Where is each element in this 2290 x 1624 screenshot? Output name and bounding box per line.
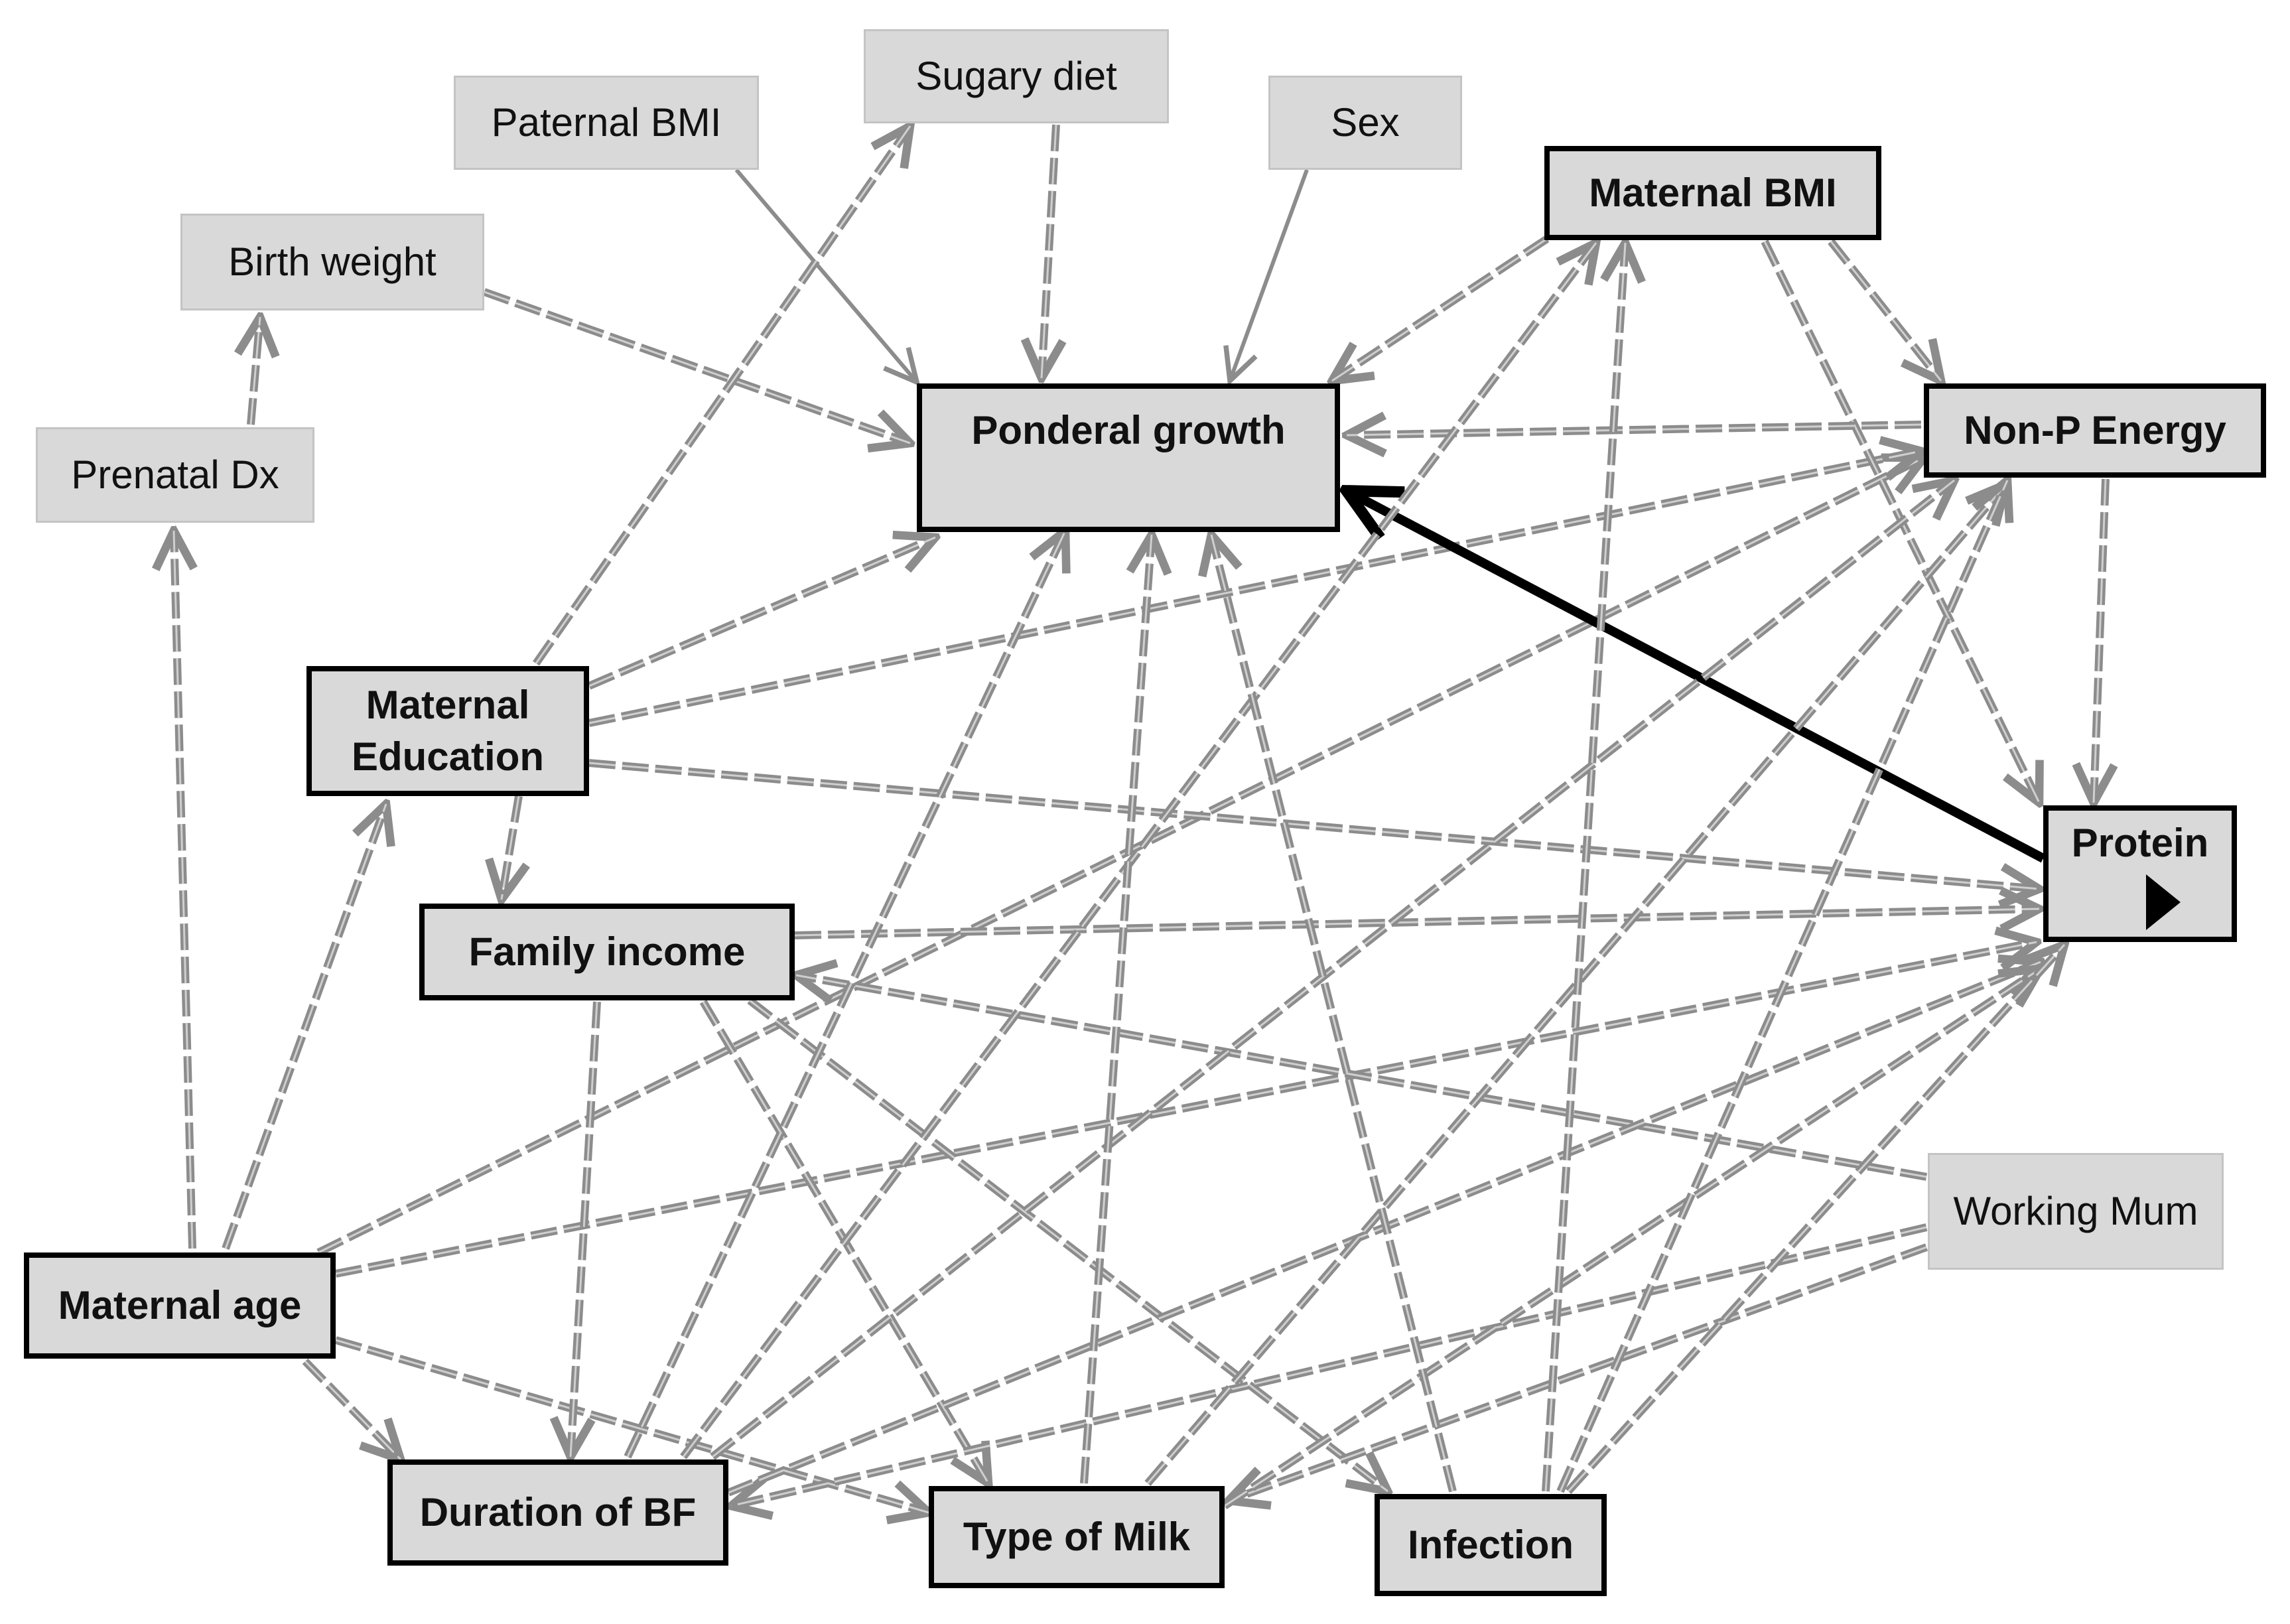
- edge-layer: [174, 125, 2106, 1513]
- node-sugary-diet: Sugary diet: [864, 29, 1169, 123]
- edge-prenatal-dx-to-birth-weight-highlight: [249, 316, 261, 425]
- node-birth-weight: Birth weight: [180, 214, 484, 310]
- edge-infection-to-protein-highlight: [1567, 943, 2066, 1493]
- edge-maternal-age-to-type-of-milk-highlight: [335, 1339, 929, 1514]
- edge-maternal-education-to-sugary-diet-highlight: [535, 125, 911, 664]
- edge-non-p-energy-to-protein-highlight: [2092, 478, 2107, 803]
- edge-infection-to-maternal-bmi-highlight: [1544, 242, 1627, 1492]
- edge-family-income-to-infection-highlight: [749, 999, 1388, 1493]
- edge-family-income-to-protein-highlight: [794, 908, 2040, 937]
- node-label: Infection: [1408, 1522, 1574, 1567]
- edge-maternal-age-to-protein-highlight: [335, 941, 2037, 1275]
- node-maternal-bmi: Maternal BMI: [1544, 146, 1881, 240]
- node-label: Sugary diet: [915, 54, 1117, 98]
- node-label: Type of Milk: [963, 1515, 1191, 1559]
- edge-paternal-bmi-to-ponderal-growth: [734, 169, 917, 382]
- edge-maternal-bmi-to-ponderal-growth-highlight: [1331, 237, 1548, 382]
- node-paternal-bmi: Paternal BMI: [454, 76, 759, 170]
- edge-infection-to-non-p-energy-highlight: [1559, 480, 2009, 1492]
- node-duration-bf: Duration of BF: [387, 1459, 728, 1566]
- edge-maternal-education-to-family-income-highlight: [500, 795, 520, 900]
- node-label: Sex: [1331, 100, 1400, 145]
- node-label: Duration of BF: [419, 1490, 697, 1534]
- edge-protein-to-ponderal-growth: [1349, 492, 2046, 863]
- edge-working-mum-to-duration-of-bf-highlight: [730, 1226, 1927, 1507]
- edge-infection-to-ponderal-growth-highlight: [1210, 534, 1454, 1492]
- node-label: Family income: [468, 929, 746, 974]
- node-ponderal-growth: Ponderal growth: [917, 383, 1340, 532]
- edge-maternal-education-to-non-p-energy-highlight: [588, 450, 1922, 724]
- node-maternal-education: Maternal Education: [306, 666, 589, 796]
- edge-family-income-to-duration-of-bf-highlight: [569, 1001, 598, 1457]
- node-label-line1: Maternal: [366, 683, 530, 727]
- edge-working-mum-to-type-of-milk-highlight: [1228, 1246, 1927, 1502]
- edge-duration-of-bf-to-maternal-bmi-highlight: [682, 242, 1597, 1457]
- node-label: Paternal BMI: [491, 100, 722, 145]
- node-label: Protein: [2071, 821, 2209, 865]
- node-prenatal-dx: Prenatal Dx: [36, 427, 314, 523]
- edge-sex-to-ponderal-growth: [1230, 169, 1309, 381]
- node-maternal-age: Maternal age: [24, 1252, 336, 1359]
- node-protein: Protein: [2043, 805, 2237, 942]
- node-working-mum: Working Mum: [1928, 1153, 2224, 1270]
- edge-birth-weight-to-ponderal-growth-highlight: [484, 291, 911, 444]
- edge-type-of-milk-to-ponderal-growth-highlight: [1083, 534, 1153, 1484]
- node-non-p-energy: Non-P Energy: [1924, 383, 2266, 478]
- node-label: Working Mum: [1953, 1189, 2198, 1233]
- node-infection: Infection: [1375, 1494, 1607, 1596]
- play-icon: [2146, 874, 2181, 930]
- edge-sugary-diet-to-ponderal-growth-highlight: [1040, 124, 1057, 379]
- edge-maternal-age-to-duration-of-bf-highlight: [304, 1360, 402, 1461]
- node-label: Birth weight: [228, 239, 437, 284]
- node-label: Prenatal Dx: [71, 452, 279, 497]
- node-label: Maternal BMI: [1589, 170, 1837, 215]
- edge-working-mum-to-family-income-highlight: [795, 974, 1927, 1178]
- node-label: Non-P Energy: [1964, 408, 2226, 452]
- edge-duration-of-bf-to-non-p-energy-highlight: [712, 479, 1955, 1458]
- edge-maternal-education-to-protein-highlight: [588, 762, 2040, 890]
- node-label: Maternal age: [58, 1283, 302, 1327]
- edge-maternal-age-to-prenatal-dx-highlight: [172, 530, 194, 1249]
- edge-type-of-milk-to-non-p-energy-highlight: [1146, 484, 2007, 1484]
- node-sex: Sex: [1268, 76, 1462, 170]
- edge-duration-of-bf-to-ponderal-growth-highlight: [626, 530, 1067, 1457]
- edge-maternal-bmi-to-non-p-energy-highlight: [1830, 241, 1942, 381]
- node-label: Ponderal growth: [971, 408, 1286, 452]
- edge-non-p-energy-to-ponderal-growth-highlight: [1346, 423, 1922, 437]
- edge-maternal-age-to-maternal-education-highlight: [224, 803, 387, 1249]
- edge-maternal-age-to-non-p-energy-highlight: [318, 456, 1924, 1254]
- edge-type-of-milk-to-protein-highlight: [1224, 967, 2041, 1507]
- edge-maternal-education-to-ponderal-growth-highlight: [588, 536, 936, 687]
- node-family-income: Family income: [419, 904, 795, 1000]
- node-label-line2: Education: [351, 734, 544, 779]
- node-type-of-milk: Type of Milk: [929, 1486, 1225, 1588]
